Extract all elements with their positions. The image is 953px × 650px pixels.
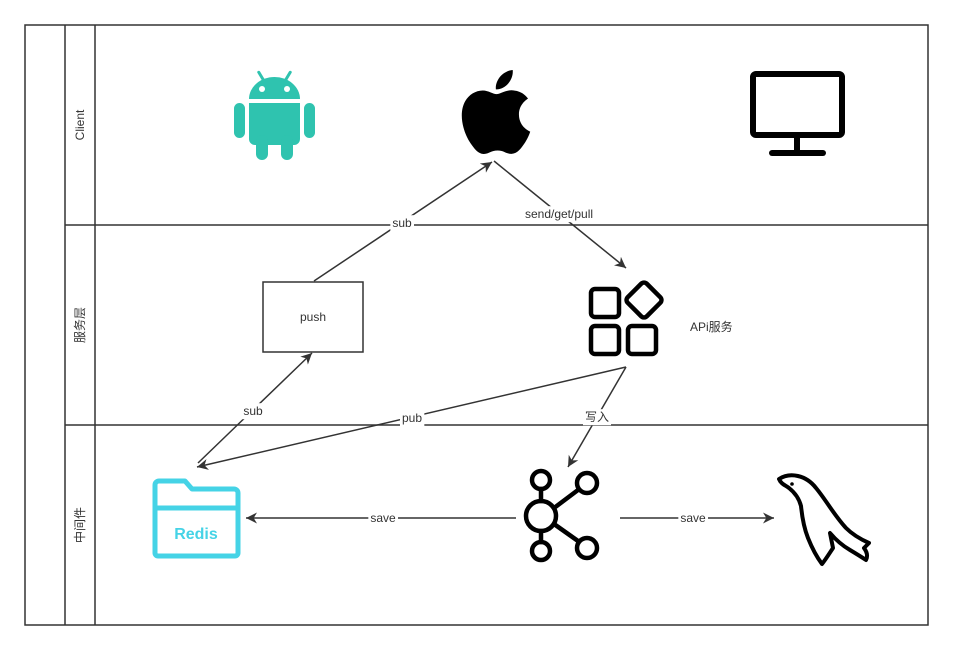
edge-label-sub-push: sub	[241, 403, 265, 420]
redis-label: Redis	[174, 526, 218, 543]
apple-icon	[461, 70, 531, 155]
edge-label-text: 写入	[585, 410, 609, 424]
mysql-dolphin-icon	[777, 473, 871, 566]
push-label: push	[300, 310, 326, 324]
edge-label-pub: pub	[399, 410, 425, 427]
api-service-icon	[588, 280, 664, 357]
lane-label-service: 服务层	[72, 307, 87, 343]
edge-label-sub-apple: sub	[390, 215, 414, 232]
monitor-icon	[750, 71, 845, 156]
edge-label-text: save	[370, 511, 396, 525]
edge-label-save-redis: save	[368, 510, 398, 527]
push-service-node: push	[262, 281, 364, 353]
edge-label-text: pub	[402, 411, 422, 425]
edge-label-save-mysql: save	[678, 510, 708, 527]
push-box	[262, 281, 364, 353]
kafka-icon	[523, 468, 600, 563]
edge-label-write: 写入	[582, 409, 612, 426]
swimlane-pool	[24, 24, 929, 626]
edge-label-text: save	[680, 511, 706, 525]
lane-label-client: Client	[73, 109, 87, 140]
pool-border	[24, 24, 929, 626]
api-service-label: APi服务	[690, 319, 733, 334]
lane-label-middleware: 中间件	[72, 507, 87, 543]
edge-label-text: sub	[392, 216, 412, 230]
edge-label-text: send/get/pull	[525, 207, 593, 221]
edge-label-text: sub	[243, 404, 263, 418]
edge-label-send-get-pull: send/get/pull	[522, 206, 596, 223]
redis-folder-icon: Redis	[152, 478, 241, 559]
android-icon	[234, 70, 315, 160]
